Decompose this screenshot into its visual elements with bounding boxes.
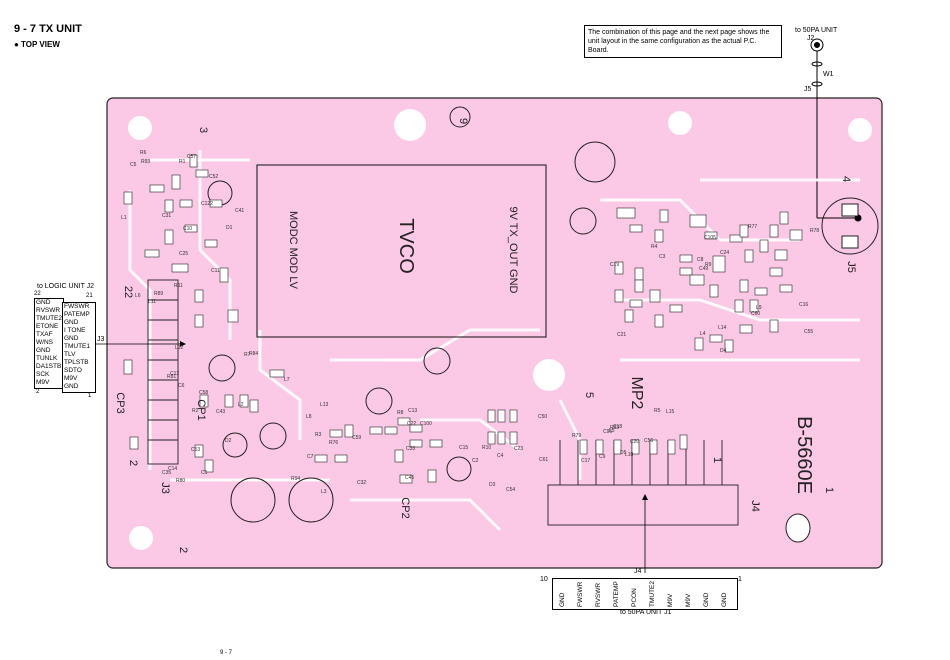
- vco-pins-right: 9V TX_OUT GND: [507, 206, 519, 293]
- pin-label: W/NS: [36, 339, 53, 346]
- marker-1b: 1: [823, 487, 835, 493]
- vco-pins-left: MODC MOD LV: [287, 211, 299, 290]
- marker-2a: 2: [127, 460, 139, 466]
- pin-label: TXAF: [36, 331, 53, 338]
- j3-connector: [147, 279, 179, 465]
- mp2-label: MP2: [628, 377, 645, 410]
- marker-3: 3: [197, 127, 209, 133]
- cp3-label: CP3: [114, 392, 126, 413]
- pin-label: M9V: [685, 593, 692, 607]
- pin-label: I TONE: [64, 327, 86, 334]
- pin-label: ETONE: [36, 323, 59, 330]
- model-label: B-5660E: [793, 416, 815, 494]
- top-to-label: to 50PA UNIT: [795, 27, 838, 34]
- pin-label: M9V: [36, 379, 50, 386]
- pin-label: PATEMP: [64, 311, 90, 318]
- pin-label: TMUTE1: [64, 343, 90, 350]
- pin-label: SDTO: [64, 367, 82, 374]
- page-title: 9 - 7 TX UNIT: [14, 23, 82, 35]
- pin-label: FWSWR: [577, 581, 584, 607]
- marker-22: 22: [122, 286, 134, 298]
- j5-connector: [821, 197, 879, 255]
- layout-note: The combination of this page and the nex…: [584, 25, 782, 58]
- left-pinout-col-a: GND RVSWR TMUTE2 ETONE TXAF W/NS GND TUN…: [34, 298, 64, 389]
- pin-label: FWSWR: [64, 303, 90, 310]
- left-pin-22: 22: [34, 291, 41, 297]
- view-label: ● TOP VIEW: [14, 40, 60, 49]
- bottom-pinout-table: GND FWSWR RVSWR PATEMP PCON TMUTE2 M9V M…: [552, 578, 738, 610]
- pin-label: GND: [559, 592, 566, 607]
- j5-board-label: J5: [845, 261, 857, 273]
- bottom-pin-1: 1: [738, 576, 742, 583]
- left-pin-21: 21: [86, 293, 93, 299]
- left-j3-label: J3: [97, 336, 105, 343]
- marker-1a: 1: [711, 457, 723, 463]
- pin-label: GND: [36, 347, 51, 354]
- bottom-to-label: to 50PA UNIT J1: [620, 609, 672, 616]
- mounting-holes: [128, 109, 872, 550]
- pin-label: GND: [721, 592, 728, 607]
- marker-2b: 2: [177, 547, 189, 553]
- smd-parts: [123, 154, 803, 484]
- marker-4: 4: [840, 176, 852, 182]
- pin-label: GND: [64, 335, 79, 342]
- page-number: 9 - 7: [220, 650, 233, 656]
- bottom-j4-label: J4: [634, 568, 642, 575]
- j3-board-label: J3: [159, 482, 171, 494]
- top-j5-label: J5: [804, 86, 812, 93]
- left-pin-1: 1: [88, 393, 92, 399]
- pin-label: RVSWR: [595, 582, 602, 607]
- cp2-label: CP2: [399, 497, 411, 518]
- left-pinout-col-b: FWSWR PATEMP GND I TONE GND TMUTE1 TLV T…: [62, 302, 96, 393]
- pcb-board: [106, 97, 883, 569]
- j4-connector: [547, 440, 739, 526]
- pin-label: SCK: [36, 371, 50, 378]
- marker-5: 5: [583, 392, 595, 398]
- vco-label: TVCO: [395, 218, 417, 274]
- cp1-label: CP1: [195, 399, 207, 420]
- j4-board-label: J4: [749, 500, 761, 512]
- top-j2-label: J2: [807, 35, 815, 42]
- pin-label: GND: [64, 319, 79, 326]
- vco-block: [256, 164, 547, 338]
- pin-label: GND: [36, 299, 51, 306]
- pin-label: TPLSTB: [64, 359, 89, 366]
- pin-label: GND: [64, 383, 79, 390]
- pin-label: DA1STB: [36, 363, 62, 370]
- pin-label: PATEMP: [613, 581, 620, 607]
- left-to-label: to LOGIC UNIT J2: [37, 283, 95, 290]
- electrolytic-caps: [207, 141, 616, 523]
- pin-label: PCON: [631, 588, 638, 607]
- pin-label: TLV: [64, 351, 76, 358]
- marker-9: 9: [457, 118, 469, 124]
- pin-label: RVSWR: [36, 307, 61, 314]
- pin-label: TUNLK: [36, 355, 58, 362]
- pin-label: GND: [703, 592, 710, 607]
- pin-label: TMUTE2: [36, 315, 62, 322]
- left-pin-2: 2: [36, 389, 40, 395]
- top-cable: [810, 38, 862, 222]
- bottom-pin-10: 10: [540, 576, 548, 583]
- pin-label: M9V: [64, 375, 78, 382]
- w1-label: W1: [823, 71, 834, 78]
- pin-label: M9V: [667, 593, 674, 607]
- pin-label: TMUTE2: [649, 581, 656, 607]
